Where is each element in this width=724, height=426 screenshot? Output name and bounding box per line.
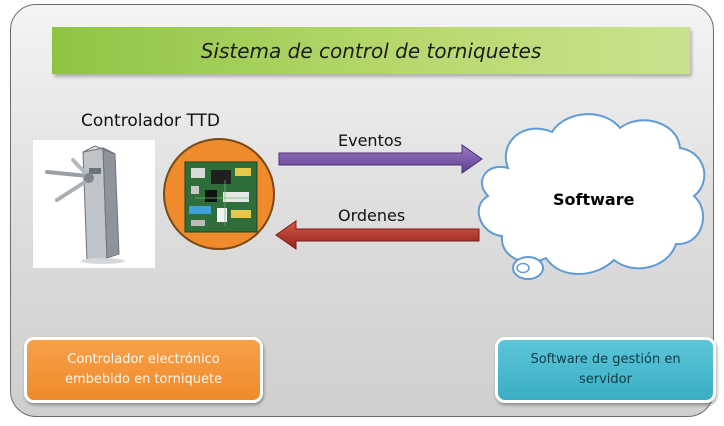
- orders-arrow: [275, 220, 480, 250]
- orders-label: Ordenes: [338, 206, 406, 225]
- turnstile-icon: [45, 145, 125, 264]
- board-circle: [163, 138, 275, 250]
- events-label: Eventos: [338, 131, 402, 150]
- cloud-shape: [477, 113, 706, 275]
- circuit-board-icon: [184, 161, 258, 233]
- cloud-bubble-small: [516, 262, 530, 274]
- software-description-text: Software de gestión en servidor: [530, 351, 681, 387]
- events-arrow: [278, 144, 483, 174]
- software-description-box: Software de gestión en servidor: [495, 337, 716, 403]
- diagram-title: Sistema de control de torniquetes: [200, 38, 542, 63]
- controller-description-box: Controlador electrónico embebido en torn…: [24, 337, 263, 403]
- controller-description-text: Controlador electrónico embebido en torn…: [64, 351, 223, 387]
- cloud-bubble-large: [512, 256, 544, 280]
- title-banner: Sistema de control de torniquetes: [52, 27, 690, 74]
- turnstile-image: [33, 140, 155, 268]
- controller-label: Controlador TTD: [81, 111, 221, 131]
- cloud-label: Software: [553, 190, 635, 209]
